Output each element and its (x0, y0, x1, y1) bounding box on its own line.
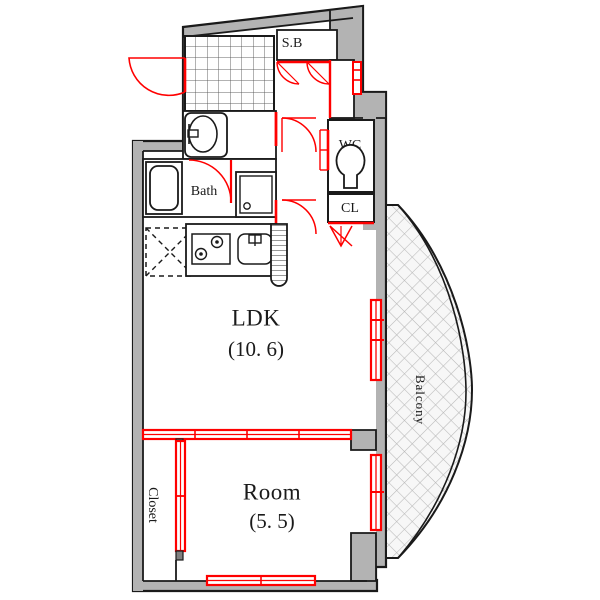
balcony-label: Balcony (413, 375, 428, 425)
entrance-vestibule (329, 59, 355, 119)
genkan-area (184, 35, 275, 112)
exterior-door-swing-left[interactable] (128, 57, 186, 97)
stove-burner-1-center (215, 240, 219, 244)
entrance-door[interactable] (328, 59, 362, 119)
washing-machine-drain (243, 202, 251, 210)
closet-area: Closet (145, 439, 187, 581)
wall-notch-mid-right (350, 429, 377, 451)
room-label: Room (243, 479, 301, 504)
ldk-size-label: (10. 6) (228, 337, 284, 361)
kitchen-area (145, 223, 288, 287)
shoe-box-door-swing-right[interactable] (306, 61, 330, 85)
range-hood (270, 223, 288, 287)
toilet (335, 143, 366, 189)
shoe-box-door-leaf-left[interactable] (276, 61, 300, 85)
washroom-area (182, 110, 317, 160)
cl-door-fold-left[interactable] (329, 225, 353, 247)
wall-notch-lower-right (350, 532, 377, 582)
exterior-swing-door-left[interactable] (128, 57, 187, 97)
room-window[interactable] (205, 574, 317, 587)
cl-area: CL (327, 193, 375, 248)
shoe-box-door-swing-left[interactable] (276, 61, 300, 85)
shoe-box-label: S.B (282, 36, 303, 51)
wash-basin-faucet (187, 129, 199, 138)
balcony-sliding-doors[interactable] (369, 298, 384, 532)
bathroom-area: Bath (142, 158, 277, 218)
entrance-tile-floor (184, 35, 275, 112)
ldk-label: LDK (232, 305, 281, 330)
balcony-area: Balcony (385, 204, 474, 559)
bath-label: Bath (191, 184, 217, 199)
wall-inner-edge-top (182, 17, 354, 38)
stove-burner-2-center (199, 252, 203, 256)
closet-wall-stub-bottom (175, 550, 184, 561)
ldk-labels: LDK (10. 6) (228, 305, 284, 361)
closet-label: Closet (145, 487, 160, 523)
cl-label: CL (341, 201, 359, 216)
room-size-label: (5. 5) (249, 509, 295, 533)
wall-strip-left (133, 141, 143, 591)
balcony-rail-inner (397, 204, 467, 559)
room-labels: Room (5. 5) (243, 479, 301, 533)
entrance-door-leaf[interactable] (352, 61, 362, 95)
shoe-box-unit: S.B (276, 29, 338, 85)
bathtub (149, 165, 179, 211)
shoe-box (276, 29, 338, 61)
wc-area: WC (319, 119, 375, 193)
shoe-box-door-leaf-right[interactable] (306, 61, 330, 85)
